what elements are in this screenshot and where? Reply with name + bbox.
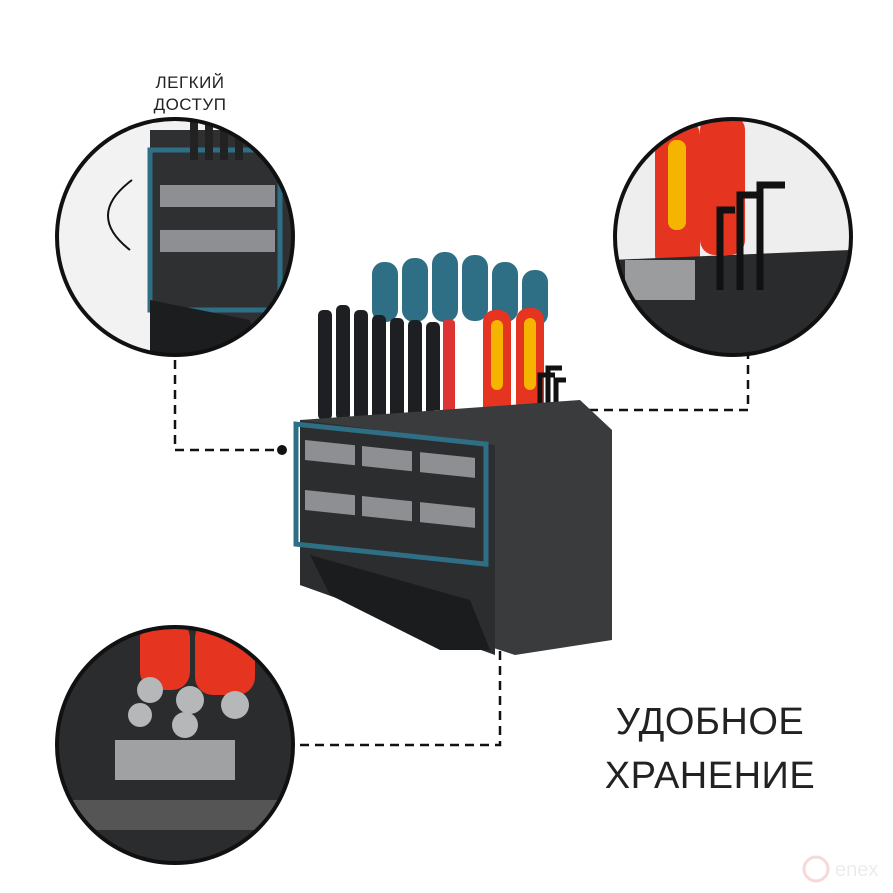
storage-caption: УДОБНОЕ ХРАНЕНИЕ (575, 695, 845, 803)
caption-line: ХРАНЕНИЕ (604, 755, 816, 797)
easy-access-caption: ЛЕГКИЙ ДОСТУП (130, 72, 250, 116)
inset-sockets-bits (55, 625, 295, 865)
svg-text:enex: enex (835, 859, 878, 881)
inset-hex-keys (613, 117, 853, 357)
enex-watermark-logo: enex (802, 855, 878, 883)
caption-line: ДОСТУП (153, 95, 227, 114)
inset-easy-access (55, 117, 295, 357)
rotate-arrow-icon (107, 179, 133, 251)
caption-line: УДОБНОЕ (615, 701, 805, 743)
tool-rack (293, 252, 612, 655)
caption-line: ЛЕГКИЙ (155, 73, 225, 92)
